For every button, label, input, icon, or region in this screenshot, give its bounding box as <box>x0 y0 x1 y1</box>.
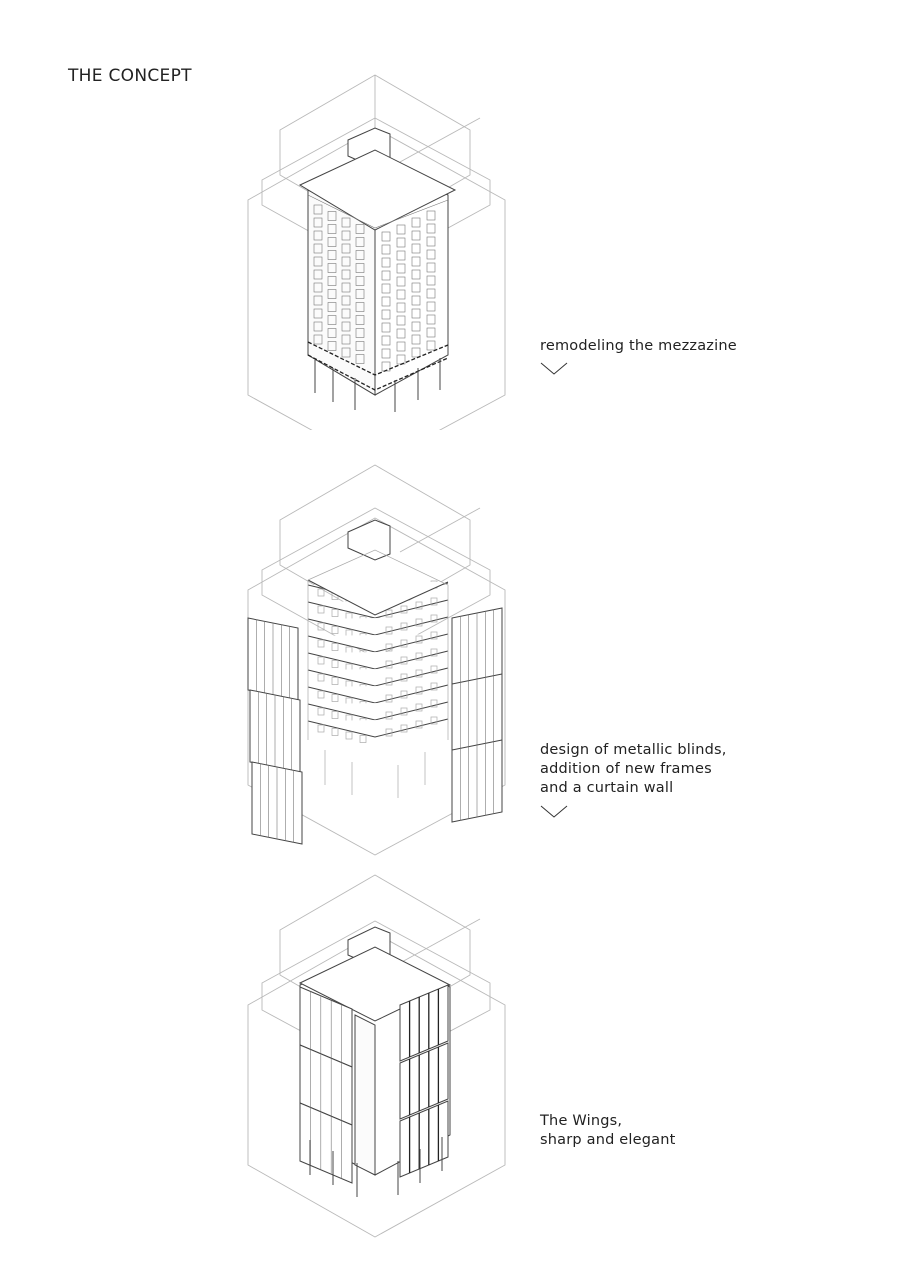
tower-core <box>307 519 449 740</box>
chevron-down-icon <box>540 805 568 818</box>
caption-line: and a curtain wall <box>540 780 674 796</box>
diagram-step-1-mezzanine <box>247 74 506 430</box>
diagram-step-2-exploded <box>247 464 506 856</box>
caption-line: The Wings, <box>540 1113 623 1129</box>
page-title: THE CONCEPT <box>68 66 192 86</box>
pilotis <box>314 358 441 412</box>
tower <box>298 127 457 396</box>
step-1-caption: remodeling the mezzazine <box>540 337 737 356</box>
window-grid <box>313 204 436 372</box>
step-2-caption: design of metallic blinds, addition of n… <box>540 741 727 798</box>
mezzanine-band <box>307 341 449 391</box>
context-buildings <box>247 464 506 856</box>
caption-line: design of metallic blinds, <box>540 742 727 758</box>
caption-line: remodeling the mezzazine <box>540 338 737 354</box>
diagram-step-3-wings <box>247 874 506 1238</box>
floor-slabs <box>307 579 449 743</box>
metallic-blinds-left <box>247 617 303 845</box>
wing-facades <box>299 984 449 1184</box>
step-3-caption: The Wings, sharp and elegant <box>540 1112 676 1150</box>
pilotis <box>309 1137 443 1197</box>
caption-line: sharp and elegant <box>540 1132 676 1148</box>
chevron-down-icon <box>540 362 568 375</box>
pilotis <box>324 750 426 798</box>
metallic-blinds-right <box>451 607 503 823</box>
caption-line: addition of new frames <box>540 761 712 777</box>
